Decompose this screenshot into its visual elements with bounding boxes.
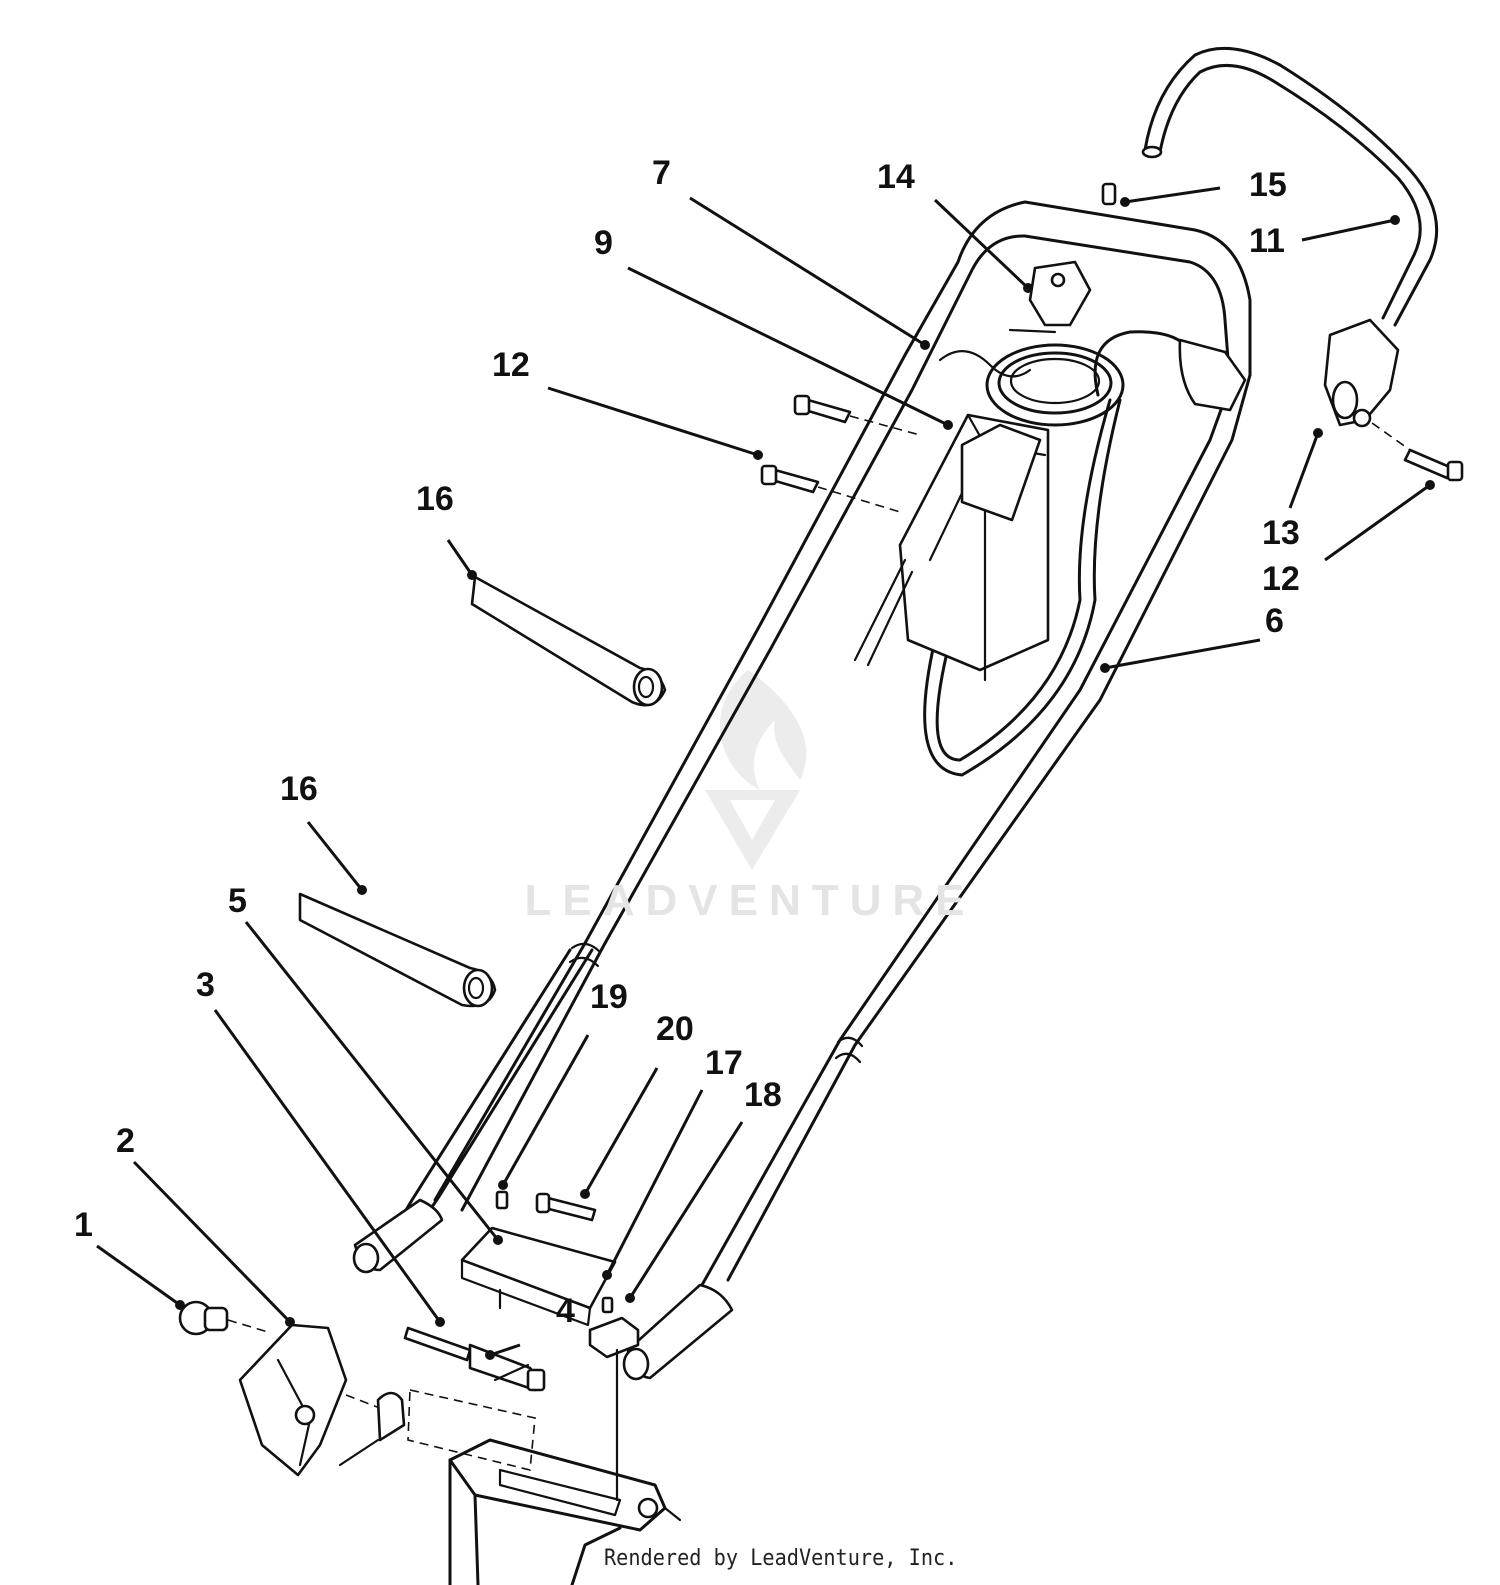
callout-20: 20 [656,1010,694,1048]
callout-12-upper: 12 [492,346,530,384]
mower-deck [338,1389,682,1585]
callout-11: 11 [1249,222,1285,260]
callout-12-right: 12 [1262,560,1300,598]
leader-16-upper [446,539,474,576]
bail-bar [1141,46,1439,327]
power-cord [923,330,1247,777]
screw-17 [601,1296,614,1314]
leader-14 [933,198,1030,290]
callout-14: 14 [877,158,915,196]
callout-13: 13 [1262,514,1300,552]
leader-lines [96,186,1435,1360]
bolt-12-upper [760,394,921,513]
callout-7: 7 [652,154,671,192]
main-handle [352,200,1252,1381]
callout-16-lower: 16 [280,770,318,808]
render-credit: Rendered by LeadVenture, Inc. [604,1546,958,1571]
bolt-3 [403,1326,546,1392]
leader-6 [1104,638,1261,670]
leader-9 [627,266,949,427]
leader-2 [132,1160,292,1324]
leader-13 [1288,432,1320,509]
callout-16-upper: 16 [416,480,454,518]
callout-15: 15 [1249,166,1287,204]
plate-5 [460,1226,617,1327]
screw-19 [495,1190,509,1210]
leader-12-right [1324,483,1431,562]
leader-18 [628,1121,744,1299]
callout-2: 2 [116,1122,135,1160]
switch-bracket-14 [1008,260,1092,334]
leader-3 [213,1009,442,1323]
watermark-text: LEADVENTURE [524,876,976,925]
clamp-13 [1323,318,1400,428]
callout-4: 4 [556,1292,575,1330]
leader-7 [689,196,926,347]
leader-5 [244,921,500,1241]
callout-1: 1 [74,1206,93,1244]
leader-4 [489,1343,521,1357]
foam-grip-16-upper [470,575,667,707]
callout-5: 5 [228,882,247,920]
leader-11 [1301,218,1396,242]
leader-19 [501,1034,590,1186]
callout-17: 17 [705,1044,743,1082]
cord-coil-7 [938,343,1125,427]
callout-19: 19 [590,978,628,1016]
bolt-20 [535,1192,597,1222]
knob-1 [178,1300,269,1336]
bolt-12-right [1371,422,1464,482]
leader-12-upper [547,386,759,457]
foam-grip-16-lower [298,892,497,1008]
leader-15 [1124,186,1221,204]
callout-18: 18 [744,1076,782,1114]
bracket-2 [238,1323,386,1477]
leader-1 [96,1244,181,1307]
callout-3: 3 [196,966,215,1004]
leader-16-lower [306,821,364,891]
leader-17 [605,1089,704,1276]
callout-6: 6 [1265,602,1284,640]
switch-box-9 [853,413,1050,682]
leader-20 [583,1067,659,1195]
fitting-15 [1101,182,1117,206]
callout-9: 9 [594,224,613,262]
